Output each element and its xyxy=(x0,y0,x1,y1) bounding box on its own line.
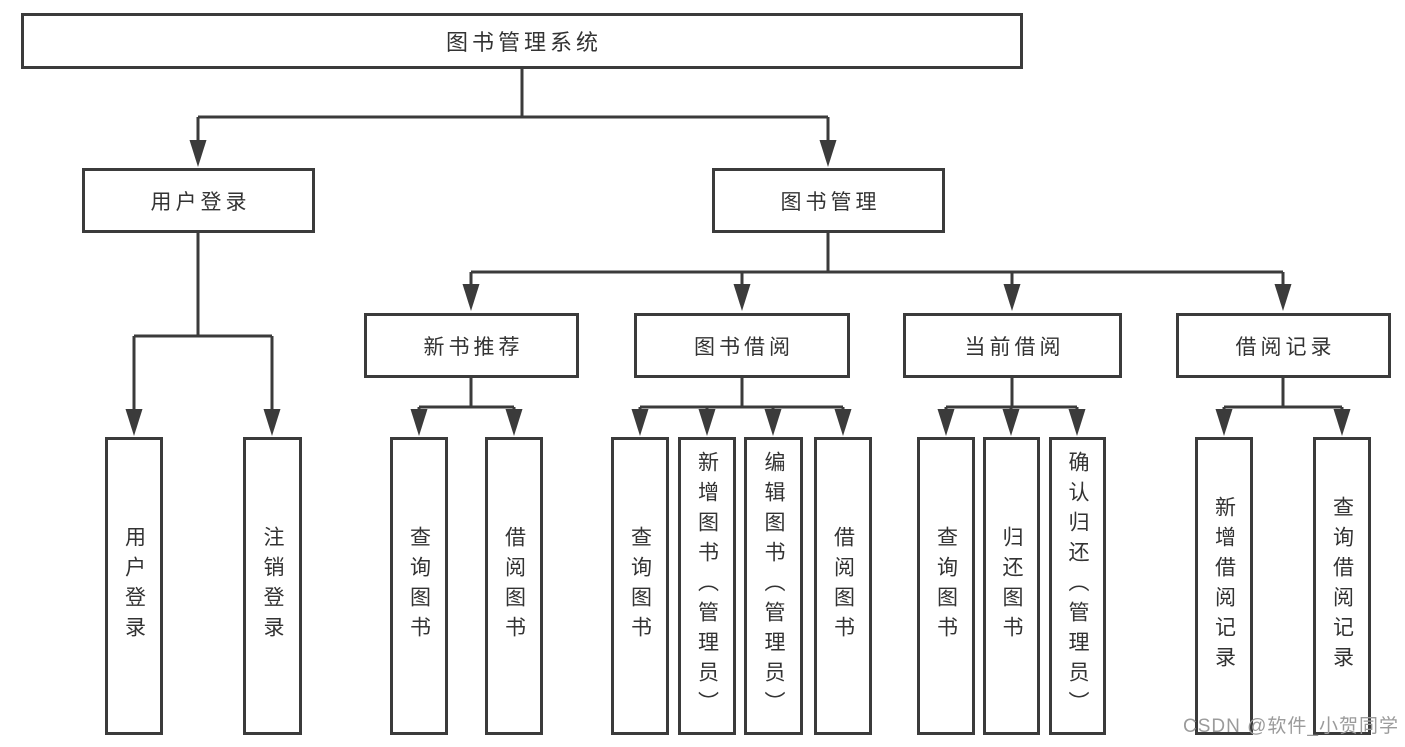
leaf-query-book-current-label: 查询图书 xyxy=(934,526,958,646)
leaf-borrow-book-recommend-label: 借阅图书 xyxy=(502,526,526,646)
leaf-add-borrow-record: 新增借阅记录 xyxy=(1195,437,1253,735)
leaf-query-borrow-record-label: 查询借阅记录 xyxy=(1330,496,1354,676)
node-new-book-recommend-label: 新书推荐 xyxy=(423,335,524,359)
node-root-system-label: 图书管理系统 xyxy=(445,30,602,55)
leaf-query-book-current: 查询图书 xyxy=(917,437,975,735)
leaf-query-borrow-record: 查询借阅记录 xyxy=(1313,437,1371,735)
node-book-borrow-label: 图书借阅 xyxy=(694,335,794,359)
leaf-user-login-label: 用户登录 xyxy=(122,526,146,646)
leaf-logout: 注销登录 xyxy=(243,437,302,735)
leaf-confirm-return-admin-label: 确认归还（管理员） xyxy=(1066,451,1089,721)
node-user-login: 用户登录 xyxy=(82,168,315,233)
node-root-system: 图书管理系统 xyxy=(21,13,1023,69)
node-user-login-label: 用户登录 xyxy=(150,190,251,214)
leaf-query-book-borrow: 查询图书 xyxy=(611,437,669,735)
leaf-return-book: 归还图书 xyxy=(983,437,1040,735)
leaf-edit-book-admin: 编辑图书（管理员） xyxy=(744,437,803,735)
leaf-query-book-borrow-label: 查询图书 xyxy=(628,526,652,646)
leaf-borrow-book-borrow: 借阅图书 xyxy=(814,437,872,735)
leaf-confirm-return-admin: 确认归还（管理员） xyxy=(1049,437,1106,735)
csdn-watermark: CSDN @软件_小贺同学 xyxy=(1183,716,1399,737)
leaf-add-book-admin-label: 新增图书（管理员） xyxy=(695,451,719,721)
leaf-borrow-book-recommend: 借阅图书 xyxy=(485,437,543,735)
node-book-management: 图书管理 xyxy=(712,168,945,233)
leaf-query-book-recommend-label: 查询图书 xyxy=(407,526,431,646)
node-book-borrow: 图书借阅 xyxy=(634,313,850,378)
leaf-edit-book-admin-label: 编辑图书（管理员） xyxy=(762,451,785,721)
node-current-borrow-label: 当前借阅 xyxy=(964,335,1065,359)
leaf-logout-label: 注销登录 xyxy=(261,526,284,646)
node-new-book-recommend: 新书推荐 xyxy=(364,313,579,378)
arrowheads xyxy=(125,140,1351,436)
node-book-management-label: 图书管理 xyxy=(780,190,881,214)
leaf-add-book-admin: 新增图书（管理员） xyxy=(678,437,736,735)
leaf-borrow-book-borrow-label: 借阅图书 xyxy=(831,526,855,646)
leaf-user-login: 用户登录 xyxy=(105,437,163,735)
node-current-borrow: 当前借阅 xyxy=(903,313,1122,378)
node-borrow-records: 借阅记录 xyxy=(1176,313,1391,378)
leaf-add-borrow-record-label: 新增借阅记录 xyxy=(1212,496,1236,676)
leaf-query-book-recommend: 查询图书 xyxy=(390,437,448,735)
leaf-return-book-label: 归还图书 xyxy=(1000,526,1023,646)
node-borrow-records-label: 借阅记录 xyxy=(1235,335,1336,359)
